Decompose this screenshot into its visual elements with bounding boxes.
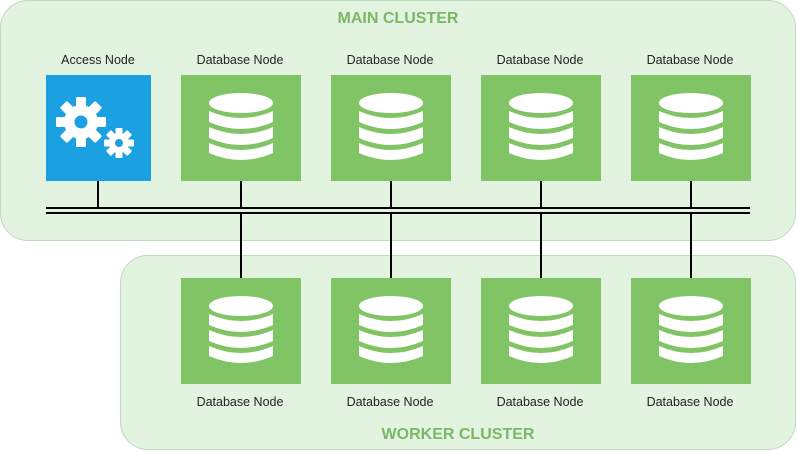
worker-db-node-label-3: Database Node bbox=[496, 395, 584, 409]
bus-line-top bbox=[46, 207, 750, 209]
database-icon bbox=[181, 278, 301, 384]
connector-worker-4 bbox=[690, 214, 692, 278]
worker-db-node-label-1: Database Node bbox=[196, 395, 284, 409]
worker-db-node-label-2: Database Node bbox=[346, 395, 434, 409]
main-db-node-1 bbox=[181, 75, 301, 181]
database-icon bbox=[631, 278, 751, 384]
database-icon bbox=[331, 75, 451, 181]
database-icon bbox=[181, 75, 301, 181]
connector-main-4 bbox=[690, 181, 692, 207]
database-icon bbox=[481, 278, 601, 384]
worker-db-node-3 bbox=[481, 278, 601, 384]
worker-db-node-2 bbox=[331, 278, 451, 384]
bus-line-bottom bbox=[46, 212, 750, 214]
connector-main-2 bbox=[390, 181, 392, 207]
main-db-node-2 bbox=[331, 75, 451, 181]
database-icon bbox=[631, 75, 751, 181]
connector-main-1 bbox=[240, 181, 242, 207]
connector-worker-3 bbox=[540, 214, 542, 278]
database-icon bbox=[331, 278, 451, 384]
main-db-node-label-1: Database Node bbox=[196, 53, 284, 67]
access-node-label: Access Node bbox=[61, 53, 135, 67]
connector-access bbox=[97, 181, 99, 207]
connector-worker-1 bbox=[240, 214, 242, 278]
worker-db-node-label-4: Database Node bbox=[646, 395, 734, 409]
main-db-node-label-4: Database Node bbox=[646, 53, 734, 67]
worker-db-node-1 bbox=[181, 278, 301, 384]
connector-main-3 bbox=[540, 181, 542, 207]
main-cluster-title: MAIN CLUSTER bbox=[337, 10, 459, 27]
database-icon bbox=[481, 75, 601, 181]
main-db-node-label-3: Database Node bbox=[496, 53, 584, 67]
main-db-node-4 bbox=[631, 75, 751, 181]
main-db-node-3 bbox=[481, 75, 601, 181]
main-db-node-label-2: Database Node bbox=[346, 53, 434, 67]
worker-db-node-4 bbox=[631, 278, 751, 384]
gears-icon bbox=[56, 97, 134, 158]
access-node bbox=[46, 75, 151, 181]
connector-worker-2 bbox=[390, 214, 392, 278]
worker-cluster-title: WORKER CLUSTER bbox=[381, 426, 535, 443]
